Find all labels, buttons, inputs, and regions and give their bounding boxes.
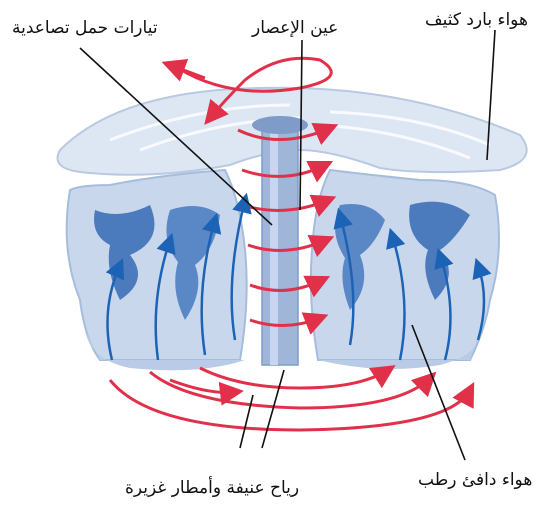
label-cold-dense-air: هواء بارد كثيف [425, 10, 528, 30]
surface-winds [110, 368, 470, 430]
outflow-arrow-left [170, 65, 205, 78]
label-winds-rain: رياح عنيفة وأمطار غزيرة [125, 478, 299, 498]
label-eye: عين الإعصار [252, 18, 338, 38]
eye-column-highlight [270, 120, 278, 365]
eye-top [252, 116, 308, 134]
eye-column [262, 120, 298, 365]
label-updraft-currents: تيارات حمل تصاعدية [12, 18, 158, 38]
label-warm-moist-air: هواء دافئ رطب [418, 470, 532, 490]
